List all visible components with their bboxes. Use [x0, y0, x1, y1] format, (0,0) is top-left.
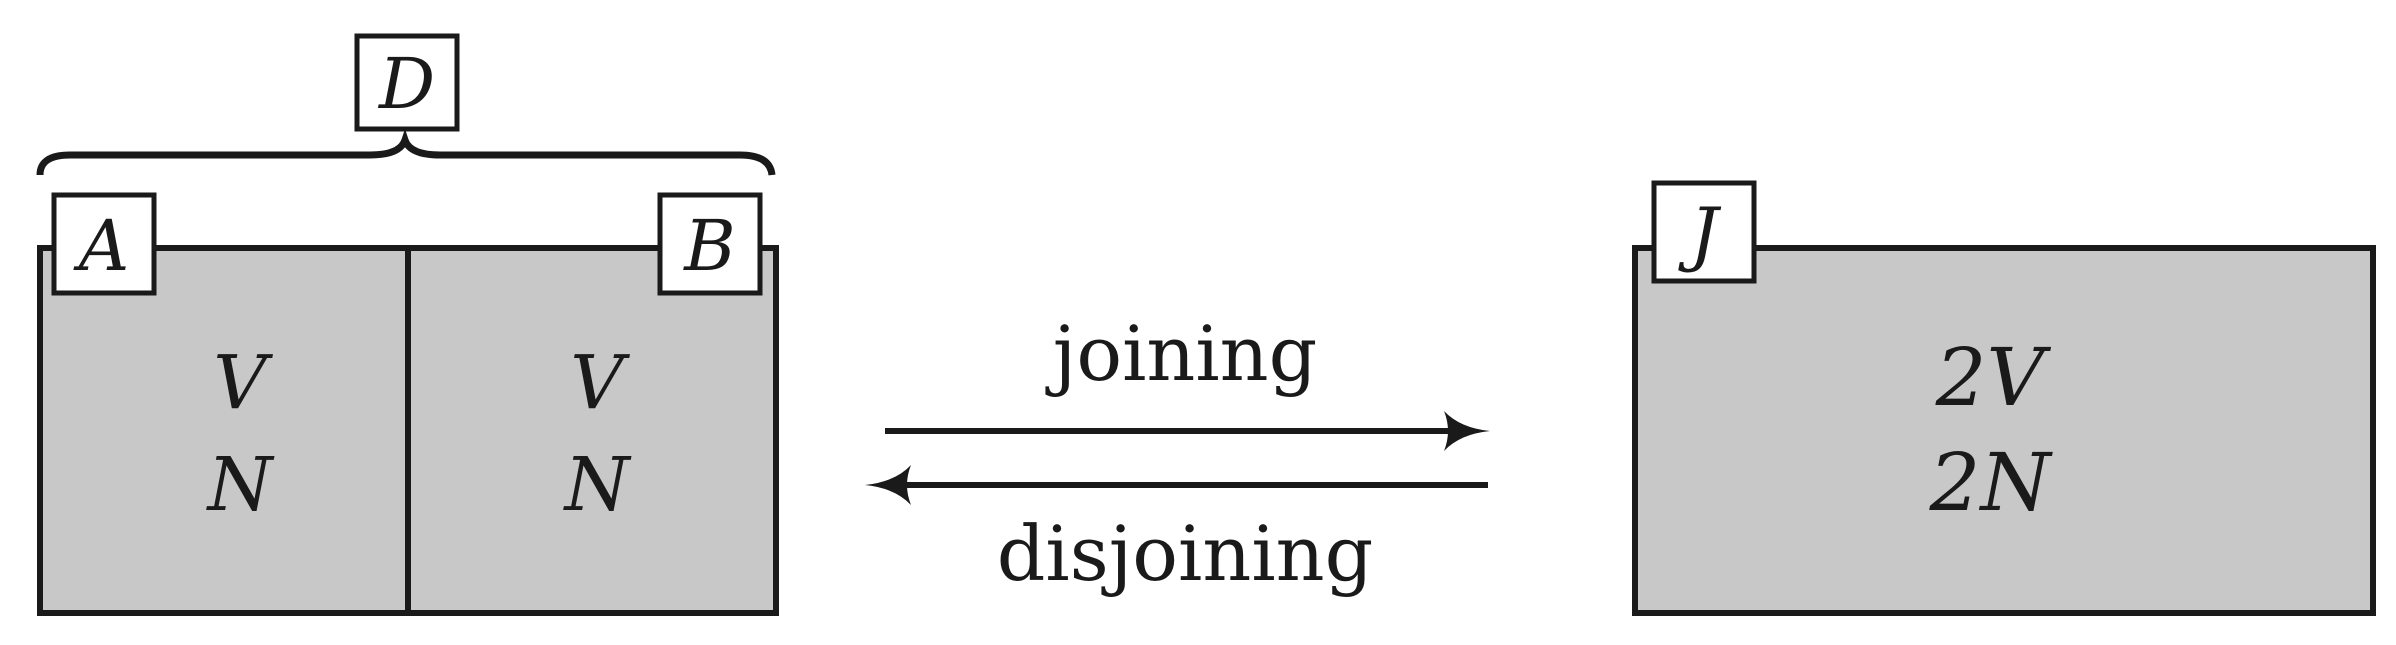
label-a: A	[73, 205, 130, 287]
box-a	[37, 245, 411, 616]
box-b	[405, 245, 779, 616]
backward-arrow-head-icon	[865, 465, 911, 505]
label-box-a	[51, 192, 157, 296]
box-a-particles: N	[206, 442, 275, 528]
box-a-volume: V	[213, 340, 273, 426]
box-j	[1632, 245, 2376, 616]
label-d: D	[377, 43, 435, 125]
box-b-particles: N	[563, 442, 632, 528]
label-box-d	[354, 33, 460, 132]
disjoining-label: disjoining	[997, 509, 1373, 598]
box-j-particles: 2N	[1929, 436, 2054, 529]
box-j-volume: 2V	[1935, 331, 2052, 424]
joining-label: joining	[1045, 309, 1317, 398]
curly-brace	[36, 128, 776, 176]
label-box-b	[657, 192, 763, 296]
forward-arrow-head-icon	[1444, 411, 1490, 451]
label-b: B	[682, 205, 735, 287]
label-box-j	[1651, 180, 1757, 284]
box-b-volume: V	[570, 340, 630, 426]
